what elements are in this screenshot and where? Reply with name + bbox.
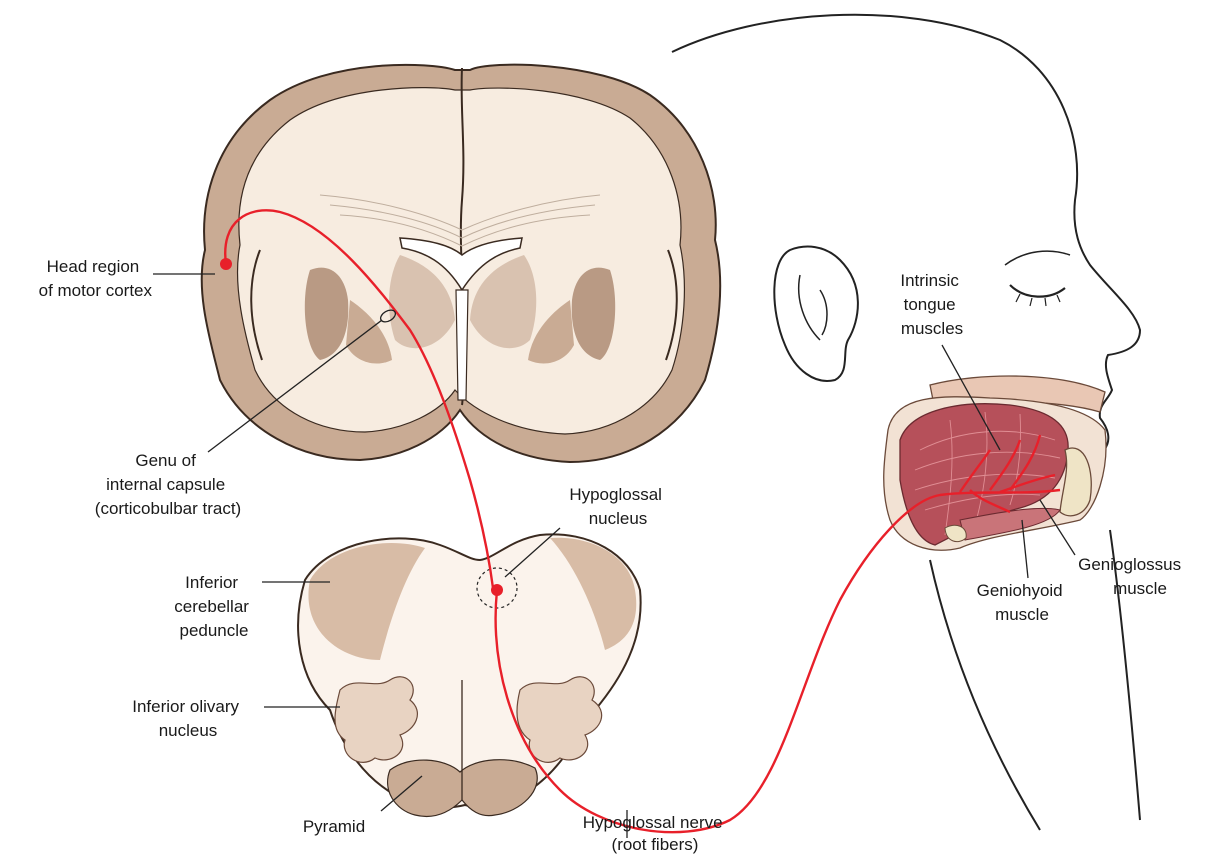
label-inferior-olivary-nucleus: Inferior olivary nucleus xyxy=(132,697,244,740)
ear xyxy=(774,247,858,381)
label-head-region: Head region of motor cortex xyxy=(39,257,153,300)
oral-cavity-section xyxy=(884,376,1106,550)
eyebrow xyxy=(1005,251,1070,265)
label-hypoglossal-nucleus: Hypoglossal nucleus xyxy=(569,485,666,528)
label-genu: Genu of internal capsule (corticobulbar … xyxy=(95,451,241,518)
label-pyramid: Pyramid xyxy=(303,817,365,836)
coronal-brain-section xyxy=(202,65,721,462)
closed-eye xyxy=(1010,285,1065,297)
label-hypoglossal-nerve: Hypoglossal nerve (root fibers) xyxy=(583,813,728,854)
ear-inner xyxy=(799,275,827,340)
label-genioglossus-muscle: Genioglossus muscle xyxy=(1078,555,1186,598)
label-intrinsic-tongue-muscles: Intrinsic tongue muscles xyxy=(900,271,963,338)
label-inferior-cerebellar-peduncle: Inferior cerebellar peduncle xyxy=(174,573,253,640)
label-geniohyoid-muscle: Geniohyoid muscle xyxy=(977,581,1068,624)
nucleus-neuron-dot xyxy=(491,584,503,596)
neck-back xyxy=(930,560,1040,830)
third-ventricle xyxy=(456,290,468,400)
cortex-neuron-dot xyxy=(220,258,232,270)
medulla-section xyxy=(298,534,641,816)
